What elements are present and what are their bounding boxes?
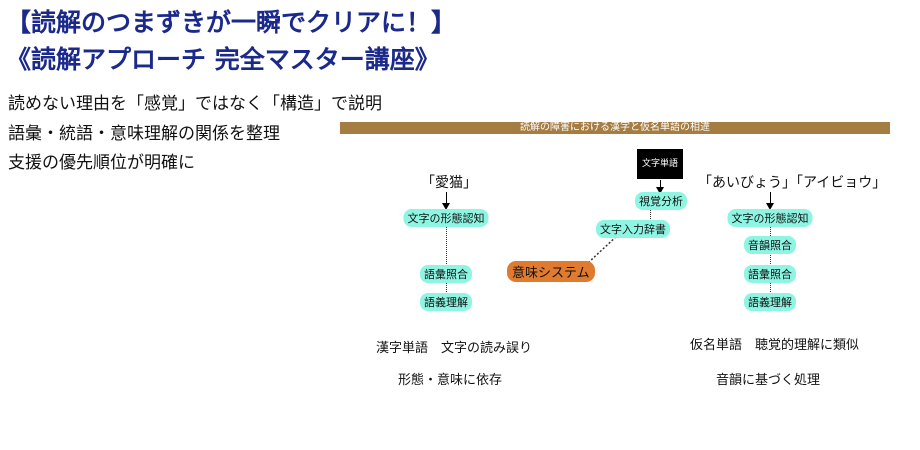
- dotted-connector: [446, 224, 447, 294]
- letter-word-box: 文字単語: [637, 149, 683, 179]
- center-step-2: 文字入力辞書: [596, 220, 670, 238]
- left-step-3: 語義理解: [420, 293, 472, 311]
- bullet-2: 語彙・統語・意味理解の関係を整理: [8, 124, 280, 144]
- kana-word: 「あいびょう」「アイビョウ」: [698, 175, 887, 191]
- right-caption-1: 仮名単語 聴覚的理解に類似: [690, 338, 860, 353]
- right-step-4: 語義理解: [744, 293, 796, 311]
- dotted-connector: [650, 207, 651, 221]
- semantic-system: 意味システム: [507, 261, 595, 282]
- arrow-down-icon: [656, 180, 664, 194]
- arrow-down-icon: [442, 192, 450, 210]
- left-caption-2: 形態・意味に依存: [398, 373, 503, 388]
- right-caption-2: 音韻に基づく処理: [716, 373, 821, 388]
- right-step-1: 文字の形態認知: [727, 209, 813, 227]
- left-step-1: 文字の形態認知: [403, 209, 489, 227]
- bullet-3: 支援の優先順位が明確に: [8, 153, 195, 173]
- dotted-diagonal-connector: [588, 233, 620, 263]
- center-step-1: 視覚分析: [635, 192, 687, 210]
- left-caption-1: 漢字単語 文字の読み誤り: [376, 341, 533, 356]
- arrow-down-icon: [766, 192, 774, 210]
- right-step-2: 音韻照合: [744, 236, 796, 254]
- title-line-1: 【読解のつまずきが一瞬でクリアに！】: [6, 8, 457, 37]
- bullet-1: 読めない理由を「感覚」ではなく「構造」で説明: [8, 94, 382, 114]
- diagram-header: 読解の障害における漢字と仮名単語の相違: [340, 122, 890, 134]
- title-line-2: 《読解アプローチ 完全マスター講座》: [6, 45, 440, 74]
- dotted-connector: [770, 224, 771, 294]
- left-step-2: 語彙照合: [420, 265, 472, 283]
- right-step-3: 語彙照合: [744, 265, 796, 283]
- kanji-word: 「愛猫」: [421, 175, 477, 191]
